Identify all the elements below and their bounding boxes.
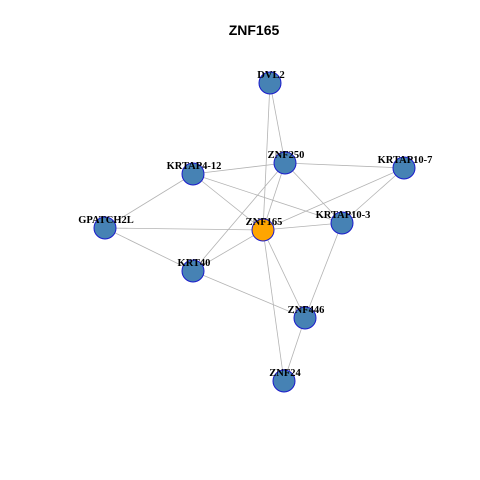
edge-layer xyxy=(104,82,405,382)
node-label-krtap4-12: KRTAP4-12 xyxy=(167,161,222,172)
edge-krtap4-12-krtap10-3 xyxy=(192,173,343,224)
node-label-dvl2: DVL2 xyxy=(257,70,284,81)
node-label-gpatch2l: GPATCH2L xyxy=(78,215,134,226)
node-label-znf446: ZNF446 xyxy=(288,305,325,316)
node-label-znf250: ZNF250 xyxy=(268,150,305,161)
node-layer xyxy=(93,71,416,393)
edge-dvl2-znf250 xyxy=(269,82,286,164)
node-label-znf165: ZNF165 xyxy=(246,217,283,228)
edge-gpatch2l-znf165 xyxy=(104,227,264,231)
edge-znf250-krt40 xyxy=(192,162,286,272)
node-znf250 xyxy=(273,151,297,175)
edge-dvl2-znf165 xyxy=(262,82,271,231)
node-dvl2 xyxy=(258,71,282,95)
node-znf446 xyxy=(293,306,317,330)
node-gpatch2l xyxy=(93,216,117,240)
edge-znf250-krtap10-3 xyxy=(284,162,343,224)
edge-znf165-krtap10-3 xyxy=(262,222,343,231)
edge-krtap4-12-znf165 xyxy=(192,173,264,231)
node-krtap4-12 xyxy=(181,162,205,186)
edge-krtap4-12-gpatch2l xyxy=(104,173,194,229)
node-label-krt40: KRT40 xyxy=(178,258,211,269)
node-krt40 xyxy=(181,259,205,283)
edge-gpatch2l-krt40 xyxy=(104,227,194,272)
node-krtap10-3 xyxy=(330,211,354,235)
edge-znf250-krtap10-7 xyxy=(284,162,405,169)
edge-krtap10-7-znf165 xyxy=(262,167,405,231)
node-krtap10-7 xyxy=(392,156,416,180)
edge-krt40-znf446 xyxy=(192,270,306,319)
node-label-znf24: ZNF24 xyxy=(269,368,301,379)
edge-znf165-znf446 xyxy=(262,229,306,319)
edge-znf165-znf24 xyxy=(262,229,285,382)
node-znf24 xyxy=(272,369,296,393)
edge-znf250-krtap4-12 xyxy=(192,162,286,175)
edge-znf250-znf165 xyxy=(262,162,286,231)
edge-krtap10-3-znf446 xyxy=(304,222,343,319)
diagram-title: ZNF165 xyxy=(229,22,280,38)
node-znf165 xyxy=(251,218,275,242)
node-label-krtap10-3: KRTAP10-3 xyxy=(316,210,371,221)
edge-krtap10-7-krtap10-3 xyxy=(341,167,405,224)
edge-znf165-krt40 xyxy=(192,229,264,272)
node-label-krtap10-7: KRTAP10-7 xyxy=(378,155,433,166)
